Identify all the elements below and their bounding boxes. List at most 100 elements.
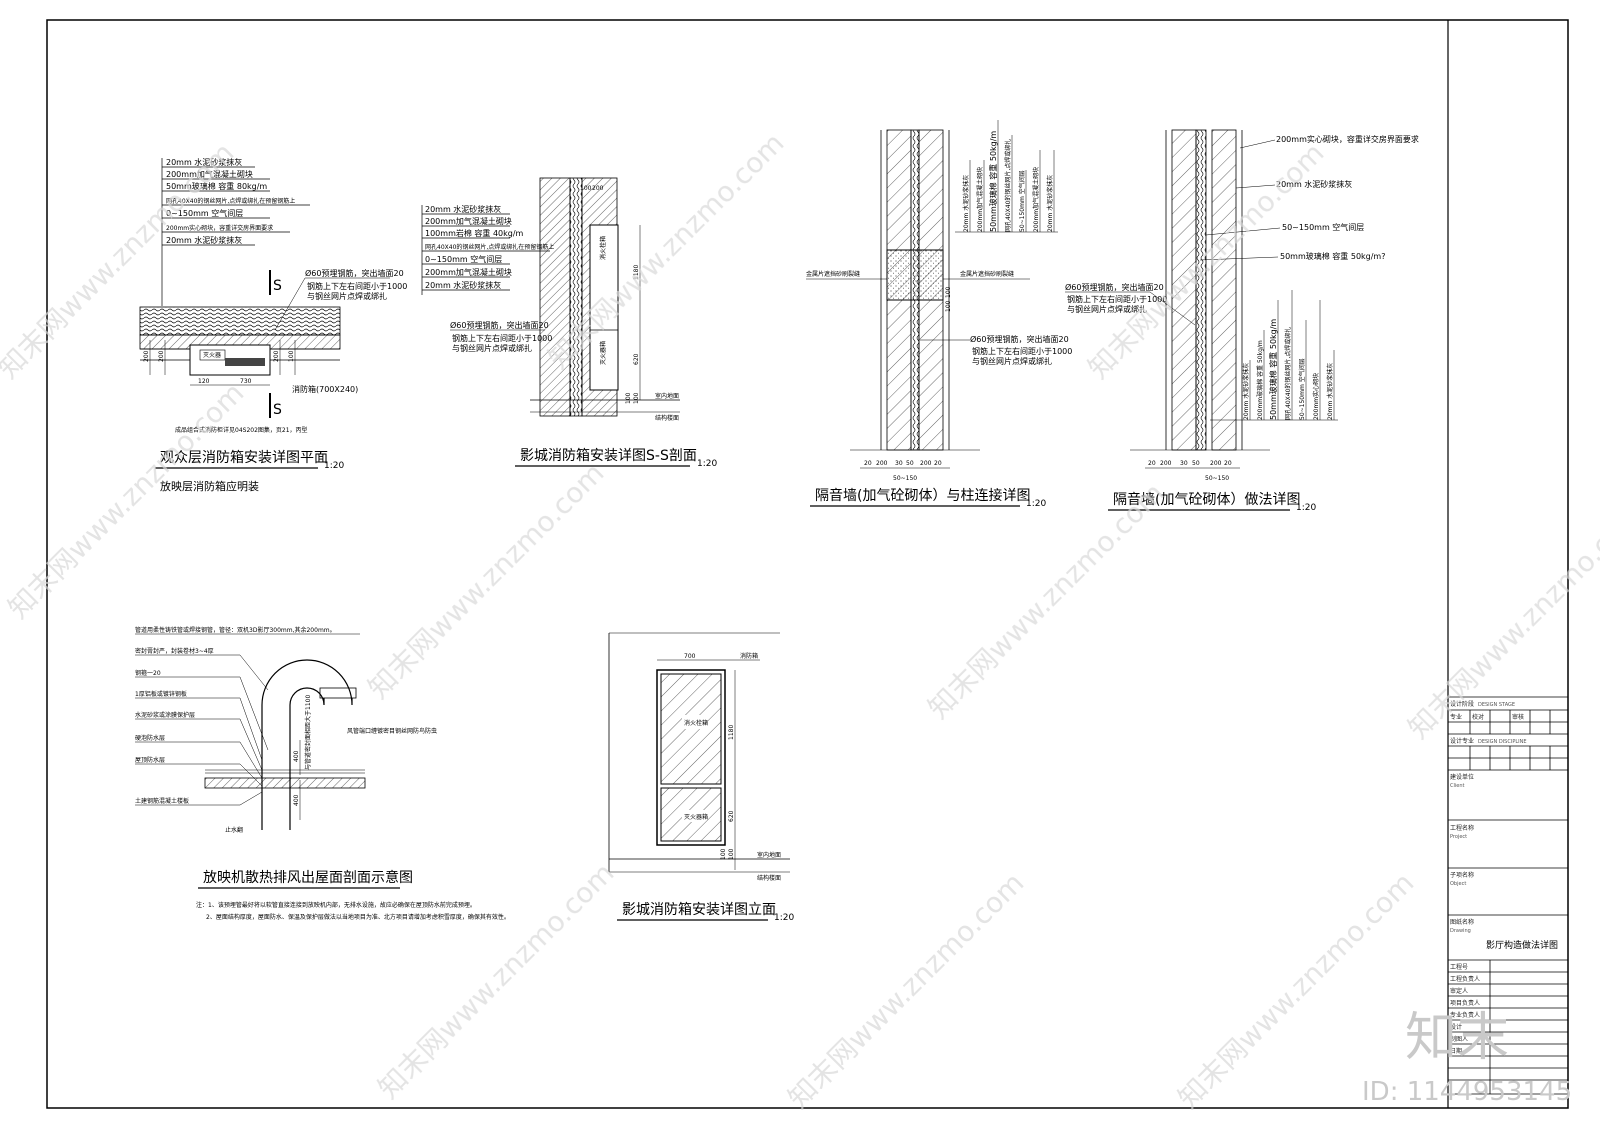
wall-dim-6: 20	[1224, 460, 1232, 467]
tb-drawing-en: Drawing	[1450, 928, 1471, 934]
plan-box-inner: 灭火器	[203, 352, 221, 359]
exhaust-label-2: 密封膏封严，封装卷材3~4厚	[135, 647, 214, 655]
exhaust-label-3: 钢箍一20	[135, 669, 161, 677]
column-dim-5: 200	[920, 460, 932, 467]
tb-discipline: 设计专业	[1450, 737, 1474, 745]
tb-b6: 设计	[1450, 1023, 1462, 1031]
section-title: 影城消防箱安装详图S-S剖面	[520, 448, 697, 464]
section-layer-1: 20mm 水泥砂浆抹灰	[425, 204, 501, 214]
elevation-label-extinguisher: 灭火器箱	[684, 813, 708, 821]
wall-callout-1: 200mm实心砌块，容重详交房界面要求	[1276, 134, 1419, 144]
column-dim-1: 20	[864, 460, 872, 467]
exhaust-label-4: 1厚铝板或镀锌钢板	[135, 690, 187, 698]
exhaust-note-1: 注：1、该预埋管最好将以软管直接连接到放映机内部，无排水设施，故应必确保在屋顶防…	[196, 901, 476, 909]
exhaust-dim-3: 与管道密封面相距大于1100	[304, 695, 312, 770]
wall-rebar-1: Ø60预埋钢筋，突出墙面20	[1065, 282, 1164, 292]
section-rebar-2: 钢筋上下左右间距小于1000	[452, 333, 552, 343]
title-block: 设计阶段 DESIGN STAGE 专业 校对 审核 设计专业 DESIGN D…	[1448, 696, 1568, 1095]
plan-dim-6: 100	[288, 350, 295, 362]
section-layer-3: 100mm岩棉 容重 40kg/m	[425, 228, 524, 238]
section-rebar-1: Ø60预埋钢筋，突出墙面20	[450, 320, 549, 330]
section-layer-4: 网孔40X40的钢丝网片,点焊或绑扎在预留钢筋上	[425, 243, 554, 251]
wall-layer-6: 200mm实心砌块	[1312, 373, 1320, 420]
tb-approved: 审核	[1512, 713, 1524, 721]
watermark-4: 知末网www.znzmo.com	[372, 856, 621, 1105]
column-layer-6: 200mm加气混凝土砌块	[1032, 167, 1040, 232]
exhaust-note-2: 2、屋面结构厚度，屋面防水、保温及保护层做法以当地项目为准、北方项目请增加考虑积…	[206, 913, 510, 921]
tb-b8: 日期	[1450, 1047, 1462, 1055]
plan-rebar-3: 与钢丝网片点焊或绑扎	[307, 291, 387, 301]
plan-layer-4: 网孔40X40的钢丝网片,点焊或绑扎在预留钢筋上	[166, 197, 295, 205]
exhaust-label-10: 风管端口缠镀密目钢丝网防鸟防虫	[347, 727, 437, 735]
section-dim-6: 100	[580, 185, 592, 192]
elevation-label-slab: 结构楼面	[757, 874, 781, 882]
column-layer-1: 20mm 水泥砂浆抹灰	[962, 175, 970, 232]
tb-stage: 设计阶段	[1450, 700, 1474, 708]
tb-discipline-en: DESIGN DISCIPLINE	[1478, 739, 1527, 745]
section-detail: 20mm 水泥砂浆抹灰 200mm加气混凝土砌块 100mm岩棉 容重 40kg…	[421, 177, 717, 469]
elevation-dim-4: 100	[728, 848, 735, 860]
exhaust-dim-2: 400	[293, 794, 300, 806]
plan-layer-3: 50mm玻璃棉 容重 80kg/m	[166, 181, 267, 191]
column-rebar-2: 钢筋上下左右间距小于1000	[972, 346, 1072, 356]
plan-layer-7: 20mm 水泥砂浆抹灰	[166, 235, 242, 245]
elevation-dim-3: 620	[728, 810, 735, 822]
wall-layer-3: 50mm玻璃棉 容重 50kg/m	[1268, 319, 1278, 420]
plan-rebar-2: 钢筋上下左右间距小于1000	[307, 281, 407, 291]
column-dim-7: 50~150	[893, 475, 917, 482]
elevation-label-floor: 室内地面	[757, 851, 781, 859]
plan-layer-6: 200mm实心砌块，容重详交房界面要求	[166, 224, 273, 232]
column-title: 隔音墙(加气砼砌体）与柱连接详图	[815, 487, 1030, 504]
tb-client-en: Client	[1450, 783, 1465, 789]
watermark-6: 知末网www.znzmo.com	[922, 476, 1171, 725]
wall-layer-2: 200mm玻璃棉 容重 50kg/m	[1256, 340, 1264, 420]
sheet-border	[46, 19, 1569, 1109]
section-label-extinguisher: 灭火器箱	[599, 341, 607, 365]
column-detail: 20mm 水泥砂浆抹灰 200mm加气混凝土砌块 50mm玻璃棉 容重 50kg…	[806, 120, 1072, 509]
elevation-title: 影城消防箱安装详图立面	[622, 902, 776, 918]
tb-object: 子项名称	[1450, 871, 1474, 879]
column-dim-2: 200	[876, 460, 888, 467]
tb-b7: 制图人	[1450, 1035, 1468, 1043]
wall-dim-1: 20	[1148, 460, 1156, 467]
id-watermark: ID: 1144953145	[1362, 1077, 1572, 1107]
plan-layer-1: 20mm 水泥砂浆抹灰	[166, 157, 242, 167]
exhaust-label-5: 水泥砂浆或涂膜保护层	[135, 711, 195, 719]
tb-prof: 专业	[1450, 713, 1462, 721]
column-scale: 1:20	[1026, 499, 1046, 509]
column-layer-5: 50~150mm 空气间层	[1018, 170, 1026, 232]
watermark-layer: 知末网www.znzmo.com 知末网www.znzmo.com 知末网www…	[0, 126, 1600, 1115]
section-dim-2: 620	[633, 353, 640, 365]
section-label-floor: 室内地面	[655, 392, 679, 400]
exhaust-dim-1: 400	[293, 750, 300, 762]
elevation-dim-2: 1180	[728, 725, 735, 740]
elevation-dim-1: 700	[684, 653, 696, 660]
tb-b4: 项目负责人	[1450, 999, 1480, 1007]
tb-stage-en: DESIGN STAGE	[1478, 702, 1515, 708]
wall-dim-7: 50~150	[1205, 475, 1229, 482]
plan-dim-2: 200	[158, 350, 165, 362]
watermark-7: 知末网www.znzmo.com	[782, 866, 1031, 1115]
watermark-3: 知末网www.znzmo.com	[362, 456, 611, 705]
tb-b1: 工程号	[1450, 963, 1468, 971]
tb-b3: 审定人	[1450, 987, 1468, 995]
plan-ref: 成品组合式消防柜详见04S202图集，页21，丙型	[175, 426, 308, 434]
wall-scale: 1:20	[1296, 503, 1316, 513]
section-layer-5: 0~150mm 空气间层	[425, 254, 502, 264]
wall-callout-4: 50mm玻璃棉 容重 50kg/m?	[1280, 251, 1385, 261]
elevation-dim-5: 100	[720, 848, 727, 860]
wall-dim-2: 200	[1160, 460, 1172, 467]
section-rebar-3: 与钢丝网片点焊或绑扎	[452, 343, 532, 353]
tb-checked: 校对	[1472, 713, 1484, 721]
wall-dim-4: 50	[1192, 460, 1200, 467]
tb-b5: 专业负责人	[1450, 1011, 1480, 1019]
column-layer-3: 50mm玻璃棉 容重 50kg/m	[988, 131, 998, 232]
plan-layer-2: 200mm加气混凝土砌块	[166, 169, 253, 179]
column-rebar-3: 与钢丝网片点焊或绑扎	[972, 356, 1052, 366]
watermark-2: 知末网www.znzmo.com	[2, 376, 251, 625]
column-layer-4: 网孔40X40的钢丝网片,点焊或绑扎	[1004, 139, 1012, 232]
column-layer-2: 200mm加气混凝土砌块	[976, 167, 984, 232]
section-dim-1: 1180	[633, 265, 640, 280]
section-layer-6: 200mm加气混凝土砌块	[425, 267, 512, 277]
